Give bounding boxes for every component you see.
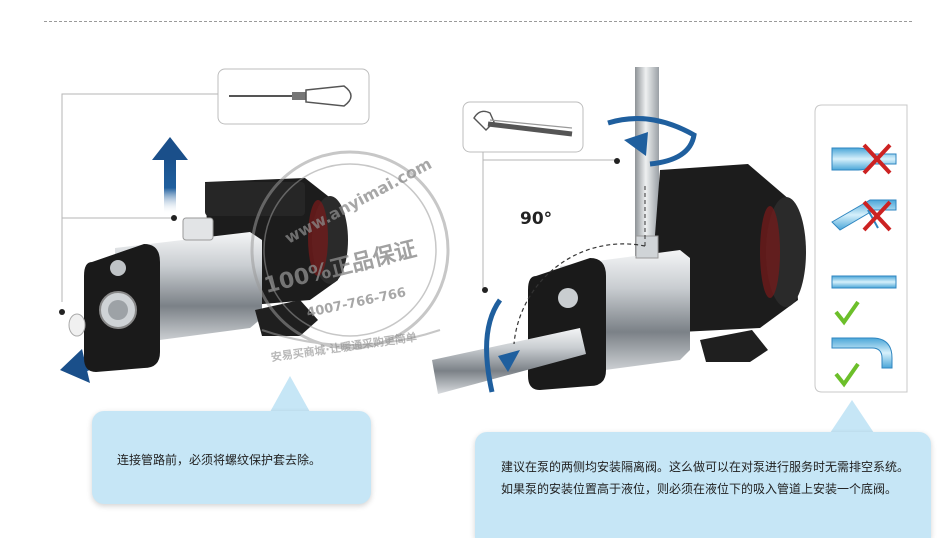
angle-label: 90° [520, 209, 553, 229]
instruction-text-left: 连接管路前，必须将螺纹保护套去除。 [117, 453, 322, 467]
instruction-bubble-right: 建议在泵的两侧均安装隔离阀。这么做可以在对泵进行服务时无需排空系统。如果泵的安装… [475, 432, 931, 538]
pipe-wrench-icon [473, 110, 573, 137]
watermark-stamp [250, 150, 450, 350]
bubble-tail-left [270, 376, 310, 412]
pipe-bend-icon [831, 337, 893, 369]
instruction-bubble-left: 连接管路前，必须将螺纹保护套去除。 [92, 411, 371, 504]
cross-icon [862, 200, 892, 232]
top-dashed-divider [44, 21, 912, 22]
screwdriver-tool-box [217, 68, 370, 125]
pipe-wrench-tool-box [462, 101, 584, 153]
bubble-tail-right [830, 400, 874, 433]
check-icon [834, 300, 860, 326]
check-icon [834, 362, 860, 388]
screwdriver-icon [229, 85, 352, 107]
pipe-straight-icon [831, 275, 897, 289]
up-arrow-icon [152, 137, 188, 214]
instruction-text-right: 建议在泵的两侧均安装隔离阀。这么做可以在对泵进行服务时无需排空系统。如果泵的安装… [501, 460, 910, 496]
pump-left [68, 178, 348, 372]
leader-line-screwdriver [61, 93, 218, 302]
pipe-guide-panel [814, 104, 908, 393]
pipe-narrowing-icon [831, 147, 897, 171]
cross-icon [862, 143, 892, 175]
pump-right [528, 164, 806, 390]
